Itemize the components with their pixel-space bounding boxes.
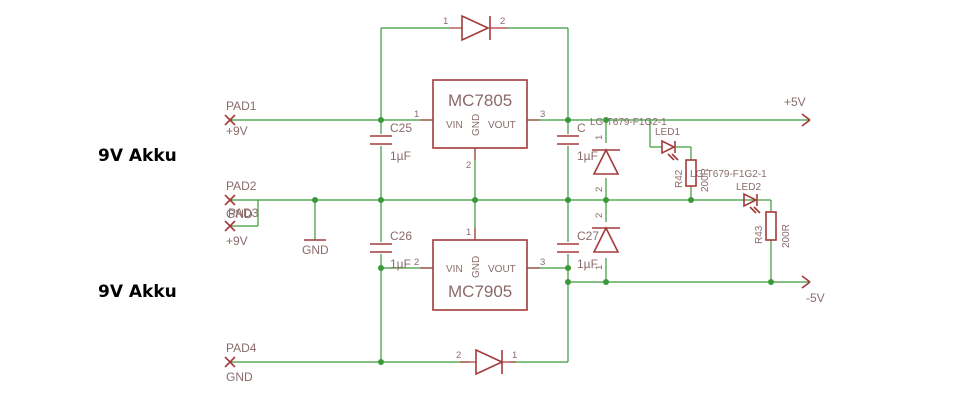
pad3-cross-icon [224, 220, 236, 232]
wires [230, 27, 810, 363]
led1-ref: LG-T679-F1G2-1 [590, 117, 667, 128]
pad3-name: PAD3 [228, 206, 259, 220]
c25-value: 1µF [390, 149, 411, 163]
pad2-signal: GND [226, 207, 253, 221]
diode-top-pin-1: 1 [443, 16, 448, 27]
regulator-mc7905: MC7905 VIN VOUT GND 2 1 3 [414, 227, 545, 311]
arrow-right-icon [801, 113, 811, 127]
mc7805-vout: VOUT [488, 120, 516, 131]
resistor-r42: R42 200R [674, 159, 711, 192]
mc7805-name: MC7805 [448, 91, 512, 110]
led2-name: LED2 [736, 182, 761, 193]
capacitor-c25: C25 1µF [370, 121, 412, 163]
plus5v-label: +5V [784, 95, 806, 109]
diode-bottom-pin-2: 2 [456, 350, 461, 361]
diode-vu-pin-2: 2 [594, 187, 605, 192]
diode-vertical-lower: 2 1 [592, 213, 620, 270]
diode-vl-pin-1: 1 [594, 265, 605, 270]
pad4-name: PAD4 [226, 341, 257, 355]
regulator-mc7805: MC7805 VIN VOUT GND 1 2 3 [414, 79, 545, 171]
led1: LG-T679-F1G2-1 LED1 [590, 117, 680, 161]
mc7905-gnd: GND [471, 256, 482, 278]
r43-value: 200R [781, 224, 792, 248]
battery-label-bottom: 9V Akku [98, 282, 177, 302]
capacitor-c26: C26 1µF [370, 229, 412, 271]
junctions [312, 117, 774, 365]
minus5v-label: -5V [806, 291, 825, 305]
mc7805-pin-in: 1 [414, 109, 419, 120]
c27-value: 1µF [577, 257, 598, 271]
diode-top-pin-2: 2 [500, 16, 505, 27]
diode-top-bypass: 1 2 [443, 14, 508, 42]
gnd-symbol-label: GND [302, 243, 329, 257]
diode-vu-pin-1: 1 [594, 135, 605, 140]
mc7905-pin-out: 3 [540, 257, 545, 268]
mc7905-name: MC7905 [448, 282, 512, 301]
pad4-signal: GND [226, 370, 253, 384]
c-top-value: 1µF [577, 149, 598, 163]
mc7905-pin-in: 2 [414, 257, 419, 268]
pad4-cross-icon [224, 356, 236, 368]
capacitor-c27: C27 1µF [557, 229, 599, 271]
mc7805-pin-out: 3 [540, 109, 545, 120]
mc7805-pin-gnd: 2 [466, 160, 471, 171]
r43-name: R43 [754, 225, 765, 244]
led1-name: LED1 [655, 127, 680, 138]
pad2-name: PAD2 [226, 179, 257, 193]
mc7805-gnd: GND [471, 114, 482, 136]
c-top-name: C [577, 121, 586, 135]
supply-plus5v: +5V [784, 95, 811, 127]
pad1-name: PAD1 [226, 99, 257, 113]
battery-label-top: 9V Akku [98, 146, 177, 166]
mc7805-vin: VIN [446, 120, 463, 131]
diode-vertical-upper: 1 2 [592, 135, 620, 192]
mc7905-vout: VOUT [488, 264, 516, 275]
arrow-right-icon [801, 275, 811, 289]
pad1-cross-icon [224, 114, 236, 126]
pad2: PAD2 GND [224, 179, 257, 221]
pad1-signal: +9V [226, 124, 248, 138]
r42-value: 200R [700, 168, 711, 192]
pad3: PAD3 +9V [224, 206, 259, 248]
diode-vl-pin-2: 2 [594, 213, 605, 218]
diode-bottom-pin-1: 1 [512, 350, 517, 361]
mc7905-pin-gnd: 1 [466, 227, 471, 238]
pad1: PAD1 +9V [224, 99, 257, 138]
c25-name: C25 [390, 121, 412, 135]
capacitor-top-output: C 1µF [557, 121, 598, 163]
resistor-r43: R43 200R [754, 211, 792, 248]
supply-minus5v: -5V [801, 275, 825, 305]
c26-value: 1µF [390, 257, 411, 271]
c26-name: C26 [390, 229, 412, 243]
led2: LG-T679-F1G2-1 LED2 [690, 169, 767, 214]
r42-name: R42 [674, 169, 685, 188]
c27-name: C27 [577, 229, 599, 243]
pad2-cross-icon [224, 194, 236, 206]
mc7905-vin: VIN [446, 264, 463, 275]
pad4: PAD4 GND [224, 341, 257, 384]
diode-bottom-bypass: 2 1 [456, 348, 517, 376]
led2-ref: LG-T679-F1G2-1 [690, 169, 767, 180]
pad3-signal: +9V [226, 234, 248, 248]
gnd-symbol-icon: GND [302, 239, 329, 257]
